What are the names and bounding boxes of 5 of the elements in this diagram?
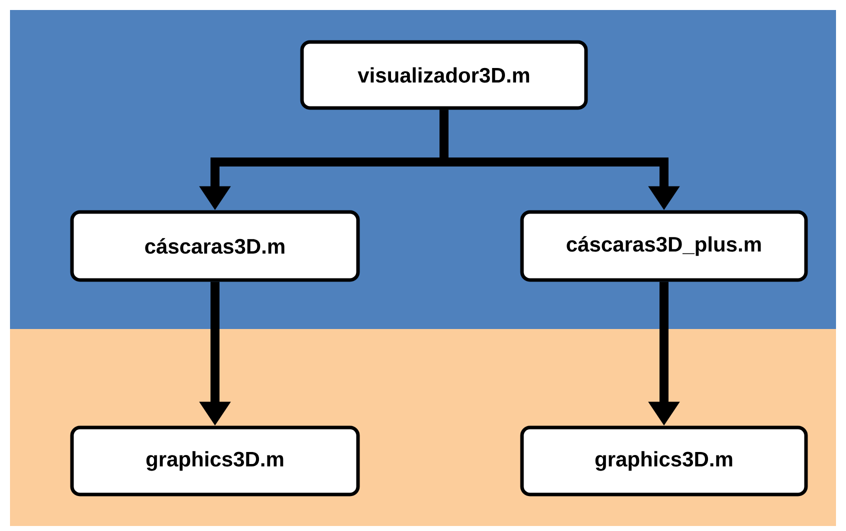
file-box: cáscaras3D.m (70, 210, 360, 282)
file-box: cáscaras3D_plus.m (520, 210, 808, 282)
file-box: graphics3D.m (520, 426, 808, 496)
file-box: visualizador3D.m (300, 40, 588, 110)
file-box: graphics3D.m (70, 426, 360, 496)
